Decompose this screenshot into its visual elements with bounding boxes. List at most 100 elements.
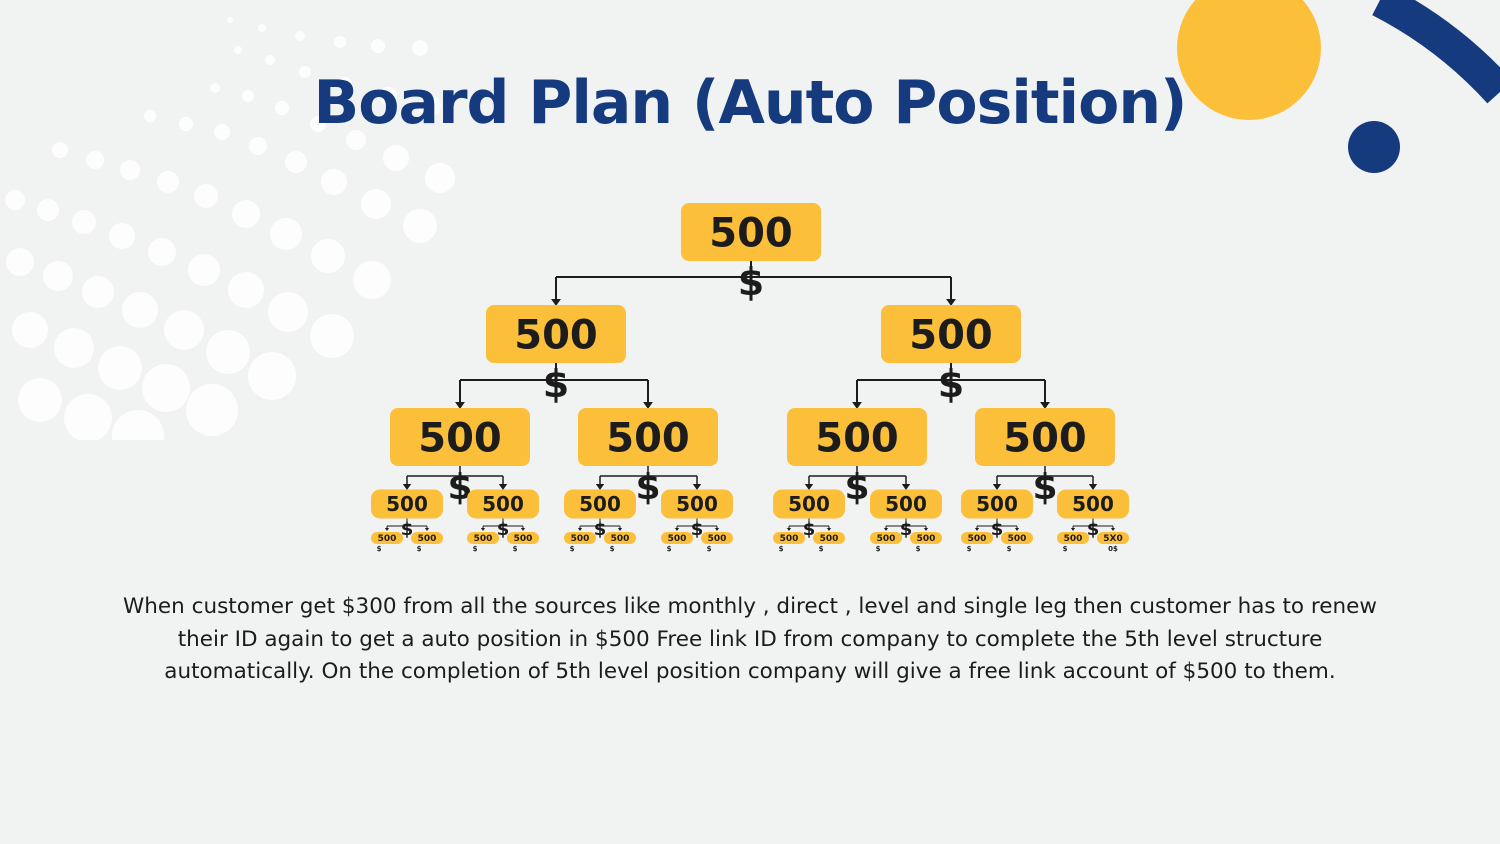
decorative-dot (265, 55, 275, 65)
dollar-sign: $ (938, 362, 964, 406)
plan-node-level-5: 500 (773, 532, 805, 544)
arrow-head-icon (402, 484, 412, 490)
plan-node-level-5-value: 500 (514, 534, 533, 544)
plan-node-level-5-value: 500 (820, 534, 839, 544)
plan-node-level-2: 500 (881, 305, 1021, 363)
leaf-note: $ (610, 545, 615, 553)
decorative-dot (98, 346, 142, 390)
decorative-dot (258, 24, 266, 32)
tree-connector: $ (974, 518, 1020, 540)
plan-node-level-5: 500 (1057, 532, 1089, 544)
arrow-head-icon (804, 484, 814, 490)
decorative-dot (179, 117, 193, 131)
arrow-head-icon (480, 528, 486, 531)
arrow-head-icon (714, 528, 720, 531)
leaf-note: $ (473, 545, 478, 553)
decorative-dot (310, 314, 354, 358)
plan-node-level-5-box (870, 532, 902, 544)
decorative-dot (270, 218, 302, 250)
dollar-sign: $ (803, 519, 816, 540)
tree-connector: $ (674, 518, 720, 540)
decorative-dot (86, 151, 104, 169)
decorative-dot (248, 352, 296, 400)
tree-connector: $ (786, 518, 832, 540)
arrow-head-icon (1088, 484, 1098, 490)
decorative-dot (232, 200, 260, 228)
plan-node-level-5: 500 (371, 532, 403, 544)
plan-node-level-3-value: 500 (606, 415, 690, 461)
decorative-dot (5, 190, 25, 210)
decorative-dot (122, 292, 158, 328)
decorative-dot (157, 171, 179, 193)
plan-node-level-4-box (961, 489, 1033, 519)
arrow-head-icon (1070, 528, 1076, 531)
plan-node-level-5: 500 (604, 532, 636, 544)
arrow-head-icon (595, 484, 605, 490)
plan-node-level-4-box (1057, 489, 1129, 519)
decorative-dot (311, 239, 345, 273)
decorative-dot (109, 223, 135, 249)
dollar-sign: $ (844, 467, 869, 508)
leaf-note: $ (417, 545, 422, 553)
arrow-head-icon (551, 299, 561, 306)
plan-node-level-4: 500 (661, 489, 733, 519)
plan-node-level-5: 5X0 (1097, 532, 1129, 544)
decorative-dot (6, 248, 34, 276)
decorative-dot (346, 130, 366, 150)
plan-node-level-5-box (1097, 532, 1129, 544)
plan-node-level-5-box (813, 532, 845, 544)
leaf-note: 0$ (1108, 545, 1118, 553)
plan-node-level-5-box (910, 532, 942, 544)
decorative-dot (234, 46, 242, 54)
leaf-note: $ (779, 545, 784, 553)
decorative-dot (148, 238, 176, 266)
plan-node-level-5-value: 500 (1008, 534, 1027, 544)
dollar-sign: $ (543, 362, 569, 406)
page-title: Board Plan (Auto Position) (313, 68, 1188, 138)
plan-node-level-4-value: 500 (482, 492, 524, 516)
leaf-note: $ (667, 545, 672, 553)
arrow-head-icon (520, 528, 526, 531)
decorative-dot (383, 145, 409, 171)
decorative-dot (186, 384, 238, 436)
plan-node-level-5-box (507, 532, 539, 544)
decorative-dot (43, 261, 73, 291)
decorative-dot (188, 254, 220, 286)
decorative-dot (361, 189, 391, 219)
dollar-sign: $ (635, 467, 660, 508)
plan-description: When customer get $300 from all the sour… (123, 594, 1377, 684)
decorative-dot (338, 77, 352, 91)
dollar-sign: $ (738, 260, 764, 304)
dollar-sign: $ (401, 519, 414, 540)
plan-node-level-5: 500 (701, 532, 733, 544)
plan-node-level-5-box (467, 532, 499, 544)
plan-node-level-4-value: 500 (885, 492, 927, 516)
plan-node-level-3: 500 (975, 408, 1115, 466)
plan-node-level-2-box (881, 305, 1021, 363)
arrow-head-icon (1014, 528, 1020, 531)
plan-node-level-5-value: 500 (780, 534, 799, 544)
decorative-dot (249, 137, 267, 155)
tree-connector: $ (551, 260, 956, 306)
leaf-note: $ (1007, 545, 1012, 553)
plan-node-level-3-value: 500 (1003, 415, 1087, 461)
tree-connector: $ (577, 518, 623, 540)
dollar-sign: $ (1087, 519, 1100, 540)
plan-node-level-2-value: 500 (514, 312, 598, 358)
leaf-note: $ (916, 545, 921, 553)
plan-node-level-5: 500 (411, 532, 443, 544)
tree-connector: $ (1070, 518, 1116, 540)
plan-node-level-4-box (661, 489, 733, 519)
arrow-head-icon (424, 528, 430, 531)
plan-node-level-5: 500 (870, 532, 902, 544)
arrow-head-icon (674, 528, 680, 531)
decorative-dot (227, 17, 233, 23)
arrow-head-icon (455, 402, 465, 409)
plan-node-level-5-box (961, 532, 993, 544)
plan-node-level-5-value: 500 (418, 534, 437, 544)
decorative-dot (12, 312, 48, 348)
plan-node-level-4: 500 (1057, 489, 1129, 519)
decorative-dot (64, 394, 112, 440)
decorative-dot (295, 31, 305, 41)
arrow-head-icon (826, 528, 832, 531)
